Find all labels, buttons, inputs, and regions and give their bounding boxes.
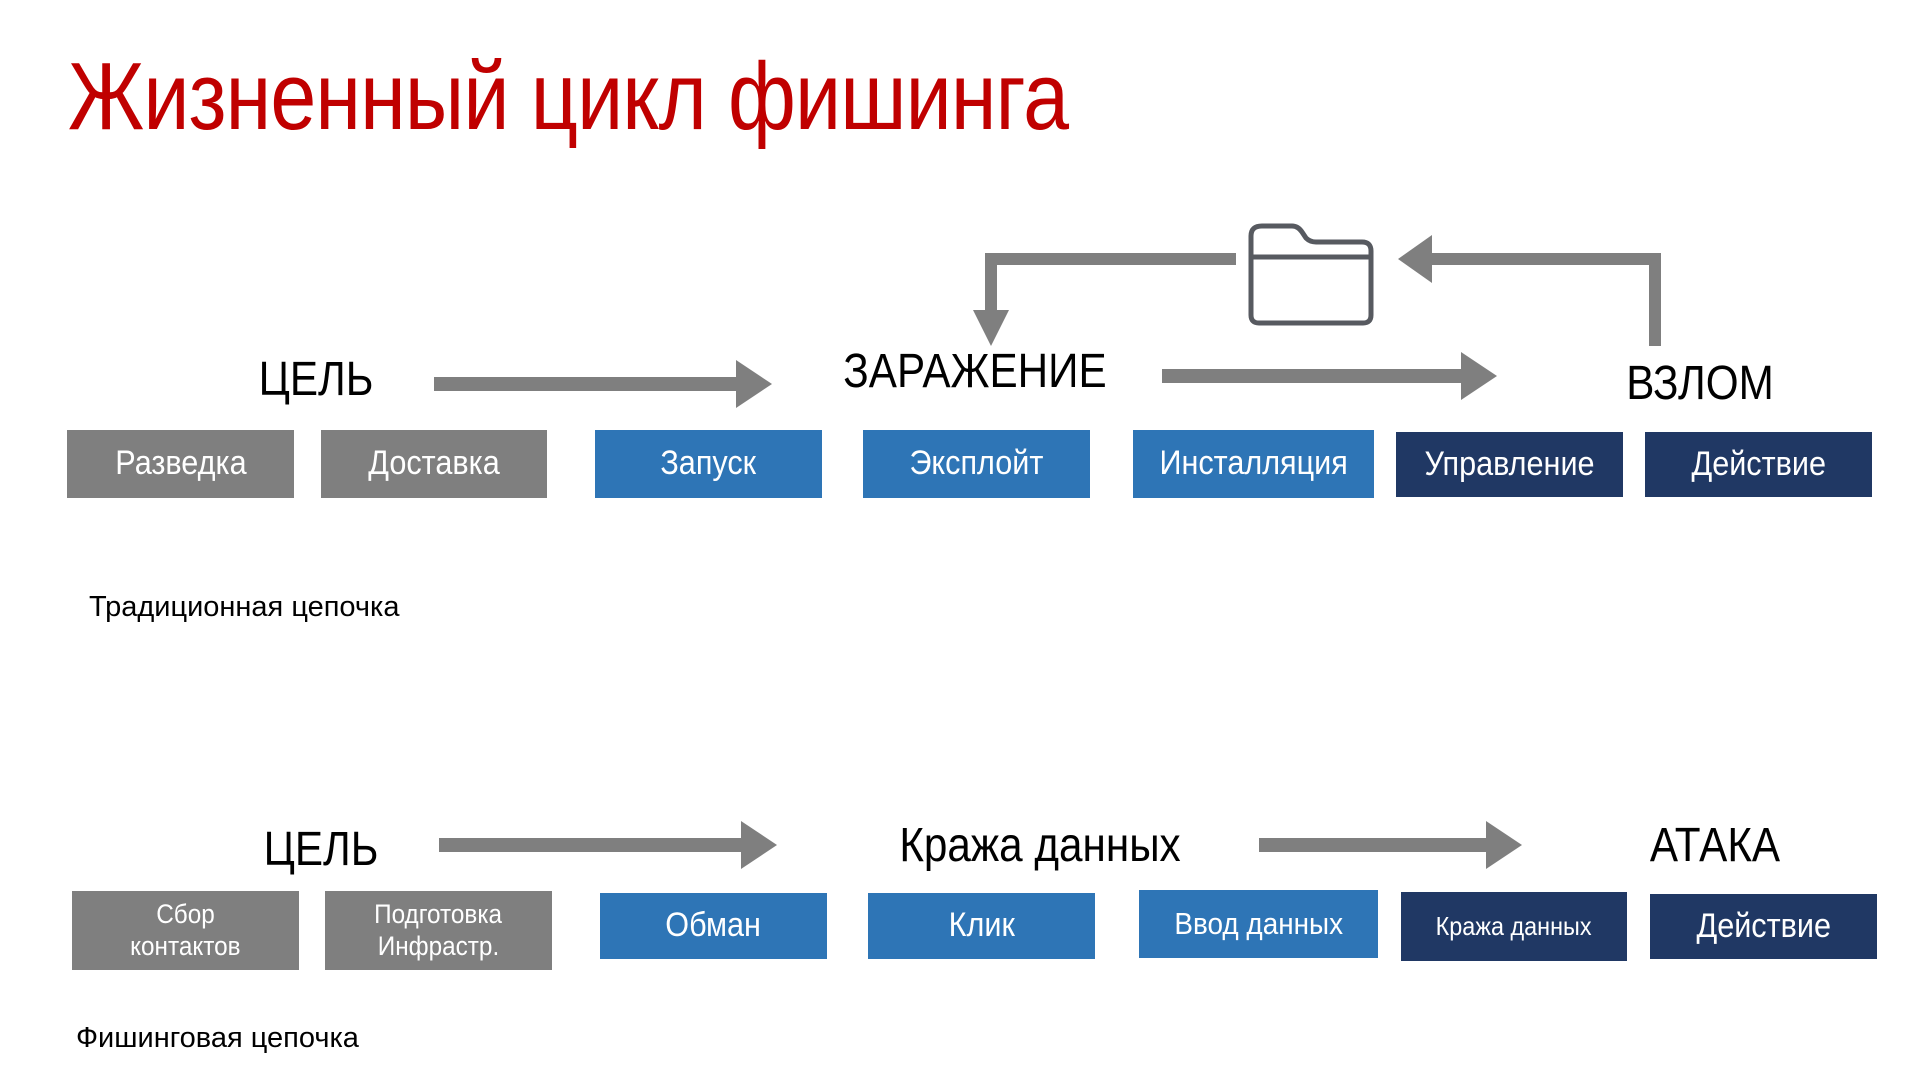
phishing-chain-caption: Фишинговая цепочка bbox=[76, 1022, 359, 1054]
step-label: Ввод данных bbox=[1174, 905, 1343, 941]
step-label-line2: контактов bbox=[130, 930, 241, 961]
step-label: Клик bbox=[948, 906, 1015, 945]
stage-label-target: ЦЕЛЬ bbox=[258, 353, 374, 406]
step-label: Доставка bbox=[368, 444, 500, 483]
arrow-data-theft-to-attack bbox=[1259, 821, 1522, 869]
step-action: Действие bbox=[1645, 432, 1872, 497]
step-label: Эксплойт bbox=[909, 444, 1044, 483]
stage-label-data-theft: Кража данных bbox=[899, 819, 1181, 872]
feedback-loop-arrow bbox=[973, 235, 1661, 346]
traditional-chain-caption: Традиционная цепочка bbox=[89, 591, 400, 623]
step-click: Клик bbox=[868, 893, 1095, 959]
arrow-target-to-infection bbox=[434, 360, 772, 408]
stage-label-target-phishing: ЦЕЛЬ bbox=[263, 823, 379, 876]
step-label-line1: Сбор bbox=[156, 899, 215, 930]
step-data-entry: Ввод данных bbox=[1139, 890, 1378, 958]
stage-label-breach: ВЗЛОМ bbox=[1626, 357, 1774, 410]
step-launch: Запуск bbox=[595, 430, 822, 498]
step-recon: Разведка bbox=[67, 430, 294, 498]
step-label: Действие bbox=[1696, 906, 1831, 945]
arrow-target-to-data-theft bbox=[439, 821, 777, 869]
step-infra-prep: Подготовка Инфрастр. bbox=[325, 891, 552, 970]
step-deception: Обман bbox=[600, 893, 827, 959]
step-data-theft: Кража данных bbox=[1401, 892, 1627, 961]
step-installation: Инсталляция bbox=[1133, 430, 1374, 498]
step-label: Обман bbox=[665, 906, 762, 945]
step-label: Запуск bbox=[660, 444, 757, 483]
step-label: Управление bbox=[1424, 444, 1595, 483]
step-delivery: Доставка bbox=[321, 430, 547, 498]
step-contact-collection: Сбор контактов bbox=[72, 891, 299, 970]
step-label: Инсталляция bbox=[1159, 444, 1348, 483]
slide-title: Жизненный цикл фишинга bbox=[68, 43, 1069, 150]
step-action-phishing: Действие bbox=[1650, 894, 1877, 959]
stage-label-infection: ЗАРАЖЕНИЕ bbox=[843, 345, 1107, 398]
step-label-line2: Инфрастр. bbox=[377, 930, 500, 961]
stage-label-attack: АТАКА bbox=[1649, 819, 1781, 872]
step-exploit: Эксплойт bbox=[863, 430, 1090, 498]
step-label: Действие bbox=[1691, 444, 1826, 483]
arrow-infection-to-breach bbox=[1162, 352, 1497, 400]
step-label: Разведка bbox=[114, 444, 247, 483]
step-label: Кража данных bbox=[1436, 910, 1592, 941]
folder-icon bbox=[1248, 223, 1374, 326]
step-label-line1: Подготовка bbox=[374, 899, 503, 930]
step-control: Управление bbox=[1396, 432, 1623, 497]
